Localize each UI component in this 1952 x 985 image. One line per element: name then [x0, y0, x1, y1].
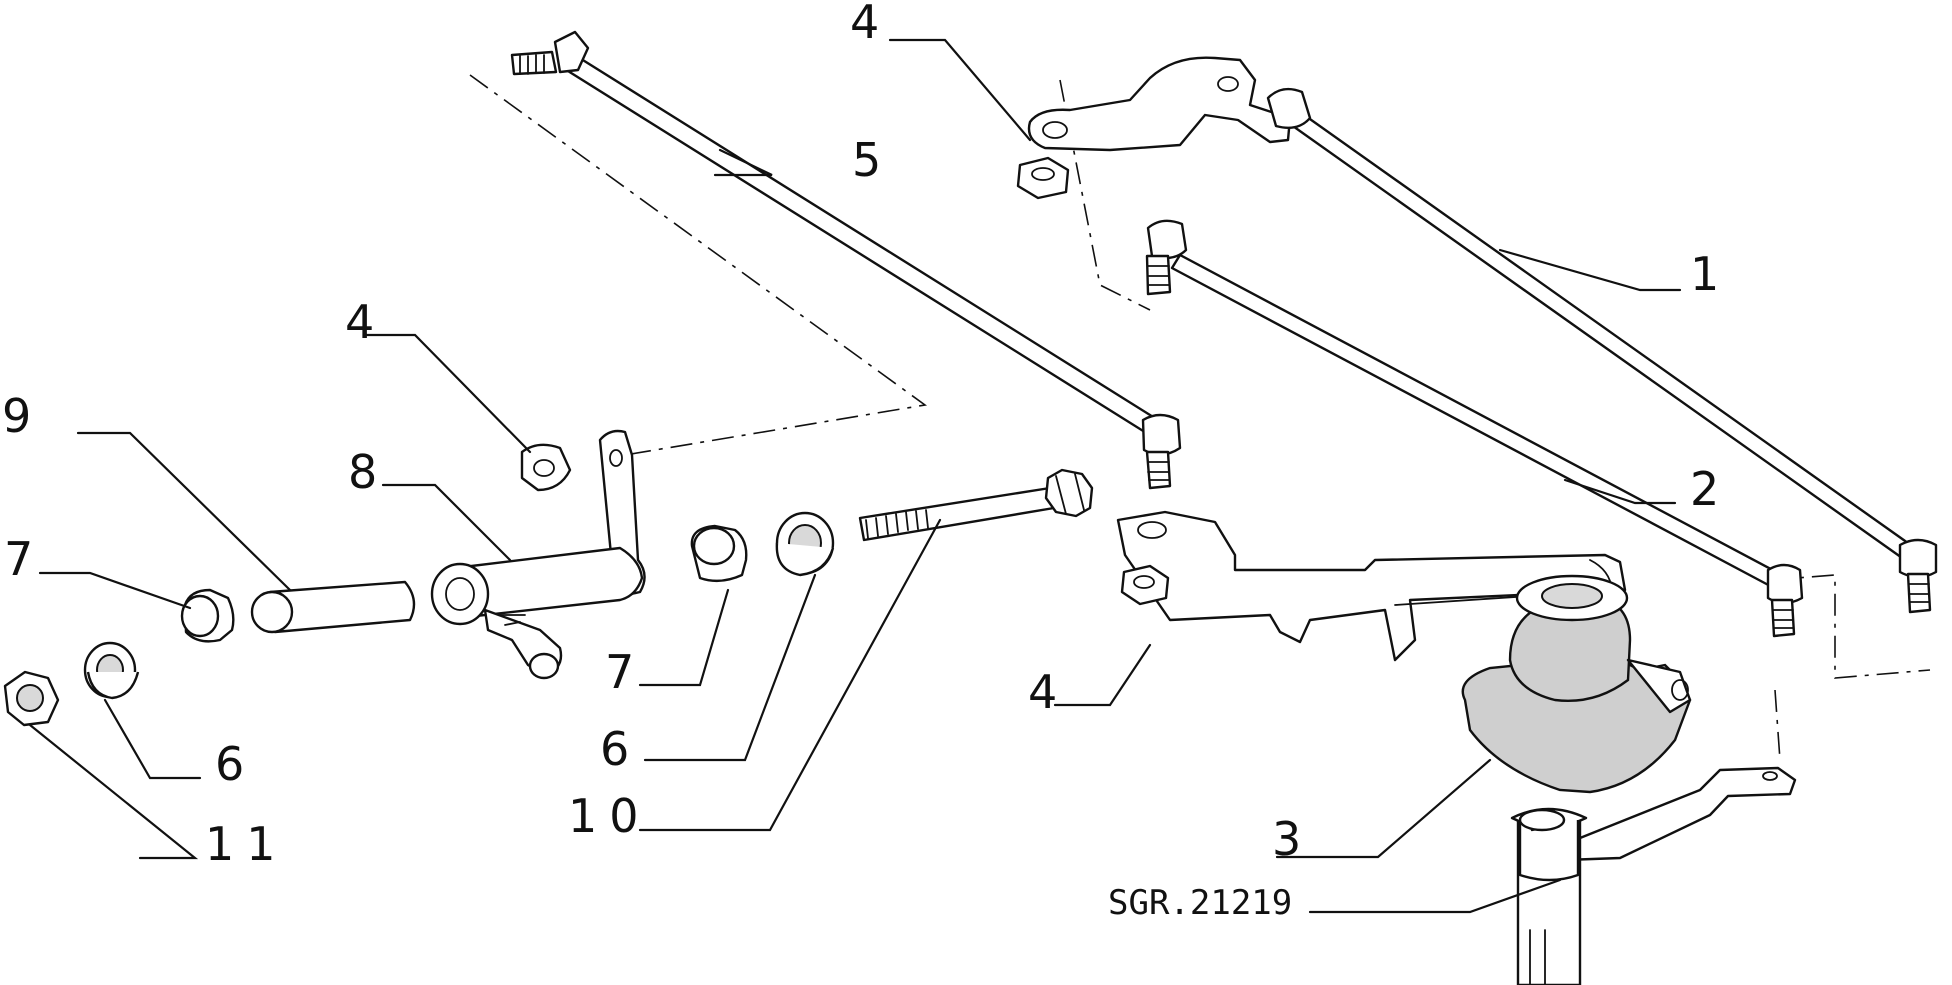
callout-10: 10: [568, 789, 651, 843]
callout-1: 1: [1690, 247, 1719, 301]
callout-4-top: 4: [850, 0, 879, 49]
callout-7-middle: 7: [605, 645, 634, 699]
nut-4-top: [1016, 156, 1070, 200]
gear-mount-3: [1461, 574, 1692, 794]
bushing-6-middle: [775, 511, 835, 577]
nut-4-middle: [520, 443, 572, 492]
lever-8: [430, 429, 646, 680]
tie-rod-2: [1145, 219, 1804, 638]
upper-bracket: [1027, 56, 1292, 152]
callout-9: 9: [2, 389, 31, 443]
callout-5: 5: [852, 133, 881, 187]
pin-9: [250, 580, 416, 634]
shift-lever-bottom: [1510, 766, 1797, 985]
drawing-reference-code: SGR.21219: [1108, 883, 1292, 923]
bolt-10: [858, 468, 1094, 542]
callout-2: 2: [1690, 462, 1719, 516]
tie-rod-5: [510, 30, 1182, 490]
callout-6-left: 6: [215, 737, 244, 791]
callout-labels: 4 5 1 2 3 SGR.21219 4 4 9 8 7 7 6 6 10 1…: [2, 0, 1719, 923]
bushing-6-left: [83, 641, 140, 700]
tie-rod-1: [1266, 87, 1938, 614]
callout-6-middle: 6: [600, 722, 629, 776]
bushing-7-left: [180, 588, 235, 643]
alignment-lines: [469, 74, 1931, 761]
nut-4-right: [1120, 564, 1170, 606]
callout-3: 3: [1272, 812, 1301, 866]
callout-7-left: 7: [4, 532, 33, 586]
leader-lines: [28, 38, 1682, 914]
callout-11: 11: [205, 817, 288, 871]
bushing-7-middle: [690, 524, 748, 583]
callout-4-middle: 4: [345, 295, 374, 349]
nut-11: [3, 670, 60, 727]
callout-8: 8: [348, 445, 377, 499]
callout-4-right: 4: [1028, 665, 1057, 719]
